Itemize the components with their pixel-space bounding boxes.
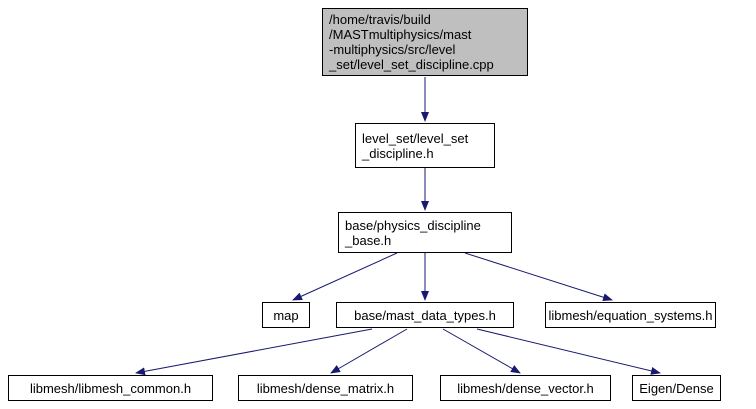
node-label: /home/travis/build /MASTmultiphysics/mas… bbox=[329, 12, 494, 72]
node-map[interactable]: map bbox=[262, 302, 310, 328]
edge-physics-discipline-to-equation-systems bbox=[464, 252, 613, 302]
node-label: Eigen/Dense bbox=[639, 380, 714, 396]
node-physics-discipline-base-h[interactable]: base/physics_discipline _base.h bbox=[338, 212, 512, 253]
node-label: libmesh/dense_vector.h bbox=[457, 380, 594, 396]
node-mast-data-types-h[interactable]: base/mast_data_types.h bbox=[336, 302, 514, 328]
node-level-set-discipline-h[interactable]: level_set/level_set _discipline.h bbox=[355, 123, 495, 168]
node-label: libmesh/equation_systems.h bbox=[548, 307, 713, 323]
node-dense-vector-h[interactable]: libmesh/dense_vector.h bbox=[440, 375, 611, 401]
edge-mast-data-types-to-libmesh-common bbox=[135, 328, 373, 376]
node-equation-systems-h[interactable]: libmesh/equation_systems.h bbox=[545, 302, 716, 328]
node-dense-matrix-h[interactable]: libmesh/dense_matrix.h bbox=[238, 375, 413, 401]
node-eigen-dense[interactable]: Eigen/Dense bbox=[632, 375, 721, 401]
edge-physics-discipline-to-map bbox=[292, 252, 398, 301]
node-label: base/physics_discipline _base.h bbox=[345, 217, 481, 248]
node-label: level_set/level_set _discipline.h bbox=[362, 130, 469, 161]
edge-mast-data-types-to-dense-matrix bbox=[330, 328, 408, 374]
node-label: map bbox=[273, 307, 299, 323]
node-level-set-discipline-cpp[interactable]: /home/travis/build /MASTmultiphysics/mas… bbox=[322, 8, 528, 76]
node-label: base/mast_data_types.h bbox=[354, 307, 496, 323]
edge-mast-data-types-to-dense-vector bbox=[442, 328, 521, 374]
node-label: libmesh/libmesh_common.h bbox=[29, 380, 192, 396]
node-libmesh-common-h[interactable]: libmesh/libmesh_common.h bbox=[8, 375, 213, 401]
node-label: libmesh/dense_matrix.h bbox=[256, 380, 395, 396]
edge-mast-data-types-to-eigen-dense bbox=[476, 328, 661, 375]
